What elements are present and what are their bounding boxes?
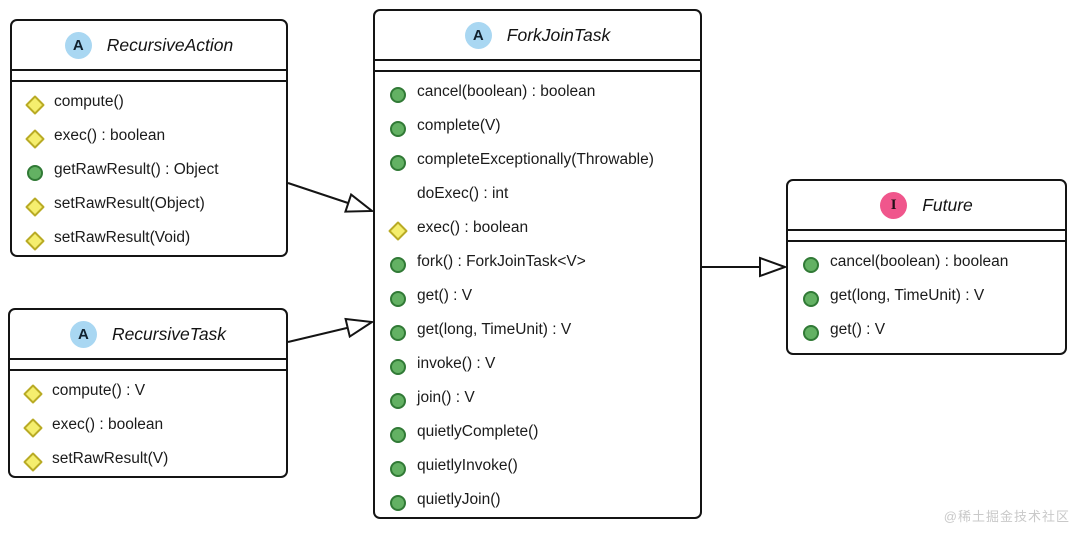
- interface-icon: I: [880, 191, 908, 219]
- method-row: setRawResult(V): [10, 442, 286, 476]
- method-row: fork() : ForkJoinTask<V>: [375, 245, 700, 279]
- visibility-icon: [389, 222, 402, 235]
- visibility-icon: [389, 426, 406, 443]
- visibility-icon: [389, 290, 406, 307]
- method-label: setRawResult(V): [52, 450, 169, 467]
- class-name: Future: [922, 194, 973, 215]
- abstract-class-icon: A: [69, 320, 97, 348]
- method-row: get(long, TimeUnit) : V: [788, 279, 1065, 313]
- visibility-icon: [802, 290, 819, 307]
- method-label: cancel(boolean) : boolean: [417, 83, 596, 100]
- fields-compartment: [375, 59, 700, 72]
- generalization-arrow-recursive-task-to-forkjointask: [287, 317, 375, 343]
- method-label: quietlyComplete(): [417, 423, 539, 440]
- method-row: quietlyJoin(): [375, 483, 700, 517]
- generalization-arrow-recursive-action-to-forkjointask: [287, 182, 375, 213]
- method-row: setRawResult(Object): [12, 187, 286, 221]
- method-row: quietlyComplete(): [375, 415, 700, 449]
- method-label: fork() : ForkJoinTask<V>: [417, 253, 586, 270]
- visibility-icon: [389, 392, 406, 409]
- visibility-icon: [24, 453, 37, 466]
- fields-compartment: [788, 229, 1065, 242]
- class-header: A ForkJoinTask: [375, 11, 700, 59]
- methods-compartment: compute() : V exec() : boolean setRawRes…: [10, 371, 286, 476]
- method-row: get() : V: [375, 279, 700, 313]
- method-row: quietlyInvoke(): [375, 449, 700, 483]
- method-row: join() : V: [375, 381, 700, 415]
- method-label: setRawResult(Void): [54, 229, 191, 246]
- class-header: A RecursiveAction: [12, 21, 286, 69]
- method-label: setRawResult(Object): [54, 195, 205, 212]
- method-row: complete(V): [375, 109, 700, 143]
- visibility-icon: [24, 385, 37, 398]
- method-row: cancel(boolean) : boolean: [375, 75, 700, 109]
- method-row: compute() : V: [10, 374, 286, 408]
- method-label: get(long, TimeUnit) : V: [417, 321, 572, 338]
- visibility-icon: [389, 494, 406, 511]
- abstract-class-icon: A: [64, 31, 92, 59]
- class-box-recursive-action: A RecursiveAction compute() exec() : boo…: [10, 19, 288, 257]
- method-row: exec() : boolean: [10, 408, 286, 442]
- methods-compartment: cancel(boolean) : boolean get(long, Time…: [788, 242, 1065, 353]
- method-row: compute(): [12, 85, 286, 119]
- method-label: get(long, TimeUnit) : V: [830, 287, 985, 304]
- visibility-icon: [389, 86, 406, 103]
- class-header: I Future: [788, 181, 1065, 229]
- class-box-future: I Future cancel(boolean) : boolean get(l…: [786, 179, 1067, 355]
- method-label: exec() : boolean: [52, 416, 164, 433]
- method-label: compute() : V: [52, 382, 146, 399]
- method-row: invoke() : V: [375, 347, 700, 381]
- method-label: doExec() : int: [417, 185, 509, 202]
- class-name: RecursiveAction: [106, 34, 234, 55]
- method-row: getRawResult() : Object: [12, 153, 286, 187]
- visibility-icon: [26, 164, 43, 181]
- method-label: complete(V): [417, 117, 501, 134]
- class-name: RecursiveTask: [111, 323, 227, 344]
- method-label: quietlyInvoke(): [417, 457, 518, 474]
- fields-compartment: [12, 69, 286, 82]
- methods-compartment: cancel(boolean) : boolean complete(V) co…: [375, 72, 700, 517]
- class-box-fork-join-task: A ForkJoinTask cancel(boolean) : boolean…: [373, 9, 702, 519]
- visibility-icon: [802, 256, 819, 273]
- method-label: completeExceptionally(Throwable): [417, 151, 654, 168]
- method-row: get() : V: [788, 313, 1065, 347]
- visibility-icon: [389, 460, 406, 477]
- visibility-icon: [26, 232, 39, 245]
- method-label: quietlyJoin(): [417, 491, 501, 508]
- method-label: exec() : boolean: [54, 127, 166, 144]
- method-label: cancel(boolean) : boolean: [830, 253, 1009, 270]
- visibility-icon: [389, 358, 406, 375]
- method-label: get() : V: [417, 287, 473, 304]
- visibility-icon: [389, 154, 406, 171]
- methods-compartment: compute() exec() : boolean getRawResult(…: [12, 82, 286, 255]
- method-label: getRawResult() : Object: [54, 161, 219, 178]
- visibility-icon: [389, 324, 406, 341]
- method-label: join() : V: [417, 389, 475, 406]
- visibility-icon: [389, 120, 406, 137]
- method-row: exec() : boolean: [12, 119, 286, 153]
- class-name: ForkJoinTask: [506, 24, 611, 45]
- method-row: cancel(boolean) : boolean: [788, 245, 1065, 279]
- method-label: exec() : boolean: [417, 219, 529, 236]
- method-row: get(long, TimeUnit) : V: [375, 313, 700, 347]
- visibility-icon: [24, 419, 37, 432]
- visibility-icon: [26, 96, 39, 109]
- method-row: setRawResult(Void): [12, 221, 286, 255]
- visibility-icon: [389, 256, 406, 273]
- method-label: get() : V: [830, 321, 886, 338]
- method-row: completeExceptionally(Throwable): [375, 143, 700, 177]
- visibility-icon: [389, 188, 402, 201]
- method-row: doExec() : int: [375, 177, 700, 211]
- visibility-icon: [802, 324, 819, 341]
- method-label: invoke() : V: [417, 355, 496, 372]
- fields-compartment: [10, 358, 286, 371]
- class-header: A RecursiveTask: [10, 310, 286, 358]
- visibility-icon: [26, 198, 39, 211]
- class-box-recursive-task: A RecursiveTask compute() : V exec() : b…: [8, 308, 288, 478]
- abstract-class-icon: A: [464, 21, 492, 49]
- watermark: @稀土掘金技术社区: [943, 509, 1070, 524]
- method-label: compute(): [54, 93, 124, 110]
- visibility-icon: [26, 130, 39, 143]
- method-row: exec() : boolean: [375, 211, 700, 245]
